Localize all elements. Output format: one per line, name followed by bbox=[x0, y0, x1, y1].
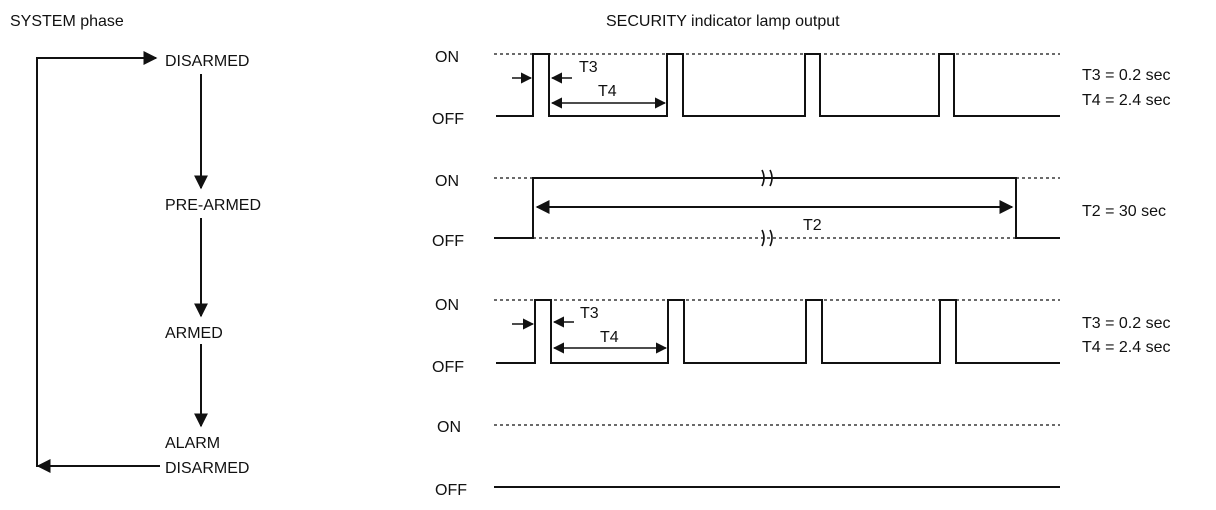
row3-t3-value: T3 = 0.2 sec bbox=[1082, 315, 1171, 332]
row3-waveform bbox=[496, 299, 1060, 364]
row4-off-label: OFF bbox=[435, 482, 467, 499]
row1-t3-label: T3 bbox=[579, 59, 598, 76]
row1-t4-label: T4 bbox=[598, 83, 617, 100]
row2-off-label: OFF bbox=[432, 233, 464, 250]
row1-t3-value: T3 = 0.2 sec bbox=[1082, 67, 1171, 84]
row2-t2-value: T2 = 30 sec bbox=[1082, 203, 1166, 220]
flow-return-loop bbox=[36, 57, 160, 467]
phase-disarmed: DISARMED bbox=[165, 53, 249, 70]
lamp-output-header: SECURITY indicator lamp output bbox=[606, 13, 840, 30]
system-phase-header: SYSTEM phase bbox=[10, 13, 124, 30]
row1-off-label: OFF bbox=[432, 111, 464, 128]
row3-on-label: ON bbox=[435, 297, 459, 314]
row3-off-label: OFF bbox=[432, 359, 464, 376]
row1-t4-value: T4 = 2.4 sec bbox=[1082, 92, 1171, 109]
row3-t4-label: T4 bbox=[600, 329, 619, 346]
row2-waveform bbox=[494, 177, 1060, 239]
row2-t2-label: T2 bbox=[803, 217, 822, 234]
phase-armed: ARMED bbox=[165, 325, 223, 342]
row1-waveform bbox=[496, 53, 1060, 117]
row3-t3-label: T3 bbox=[580, 305, 599, 322]
row1-on-label: ON bbox=[435, 49, 459, 66]
row2-break-mark-top bbox=[761, 169, 773, 187]
row4-on-label: ON bbox=[437, 419, 461, 436]
phase-alarm-disarmed: DISARMED bbox=[165, 460, 249, 477]
phase-alarm: ALARM bbox=[165, 435, 220, 452]
row2-on-label: ON bbox=[435, 173, 459, 190]
phase-pre-armed: PRE-ARMED bbox=[165, 197, 261, 214]
row2-break-mark-bottom bbox=[761, 229, 773, 247]
row3-t4-value: T4 = 2.4 sec bbox=[1082, 339, 1171, 356]
